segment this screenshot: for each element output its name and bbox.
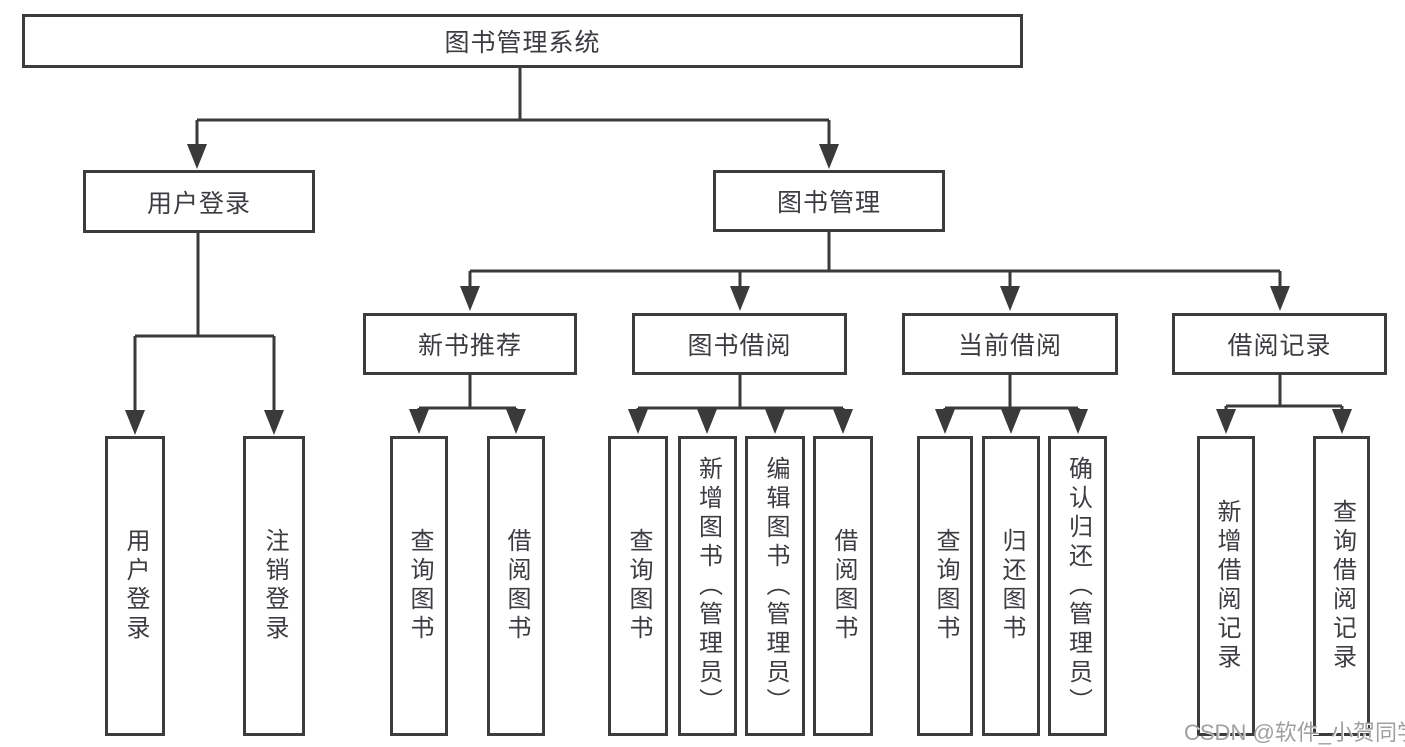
node-label: 用户登录: [146, 189, 251, 218]
arrowhead-new-book: [460, 286, 480, 311]
arrowhead-leaf-queryrec13: [1332, 409, 1352, 434]
node-book-borrow: 图书借阅: [632, 313, 847, 375]
arrowhead-book-mgmt: [819, 144, 839, 169]
leaf-label: 借阅图书: [830, 528, 857, 644]
leaf-label: 注销登录: [261, 528, 288, 644]
leaf-return-books: 归还图书: [982, 436, 1040, 736]
leaf-label: 查询借阅记录: [1328, 499, 1356, 673]
arrowhead-current-borrow: [1000, 286, 1020, 311]
arrowhead-book-borrow: [730, 286, 750, 311]
node-borrow-records: 借阅记录: [1172, 313, 1387, 375]
node-current-borrow: 当前借阅: [902, 313, 1118, 375]
leaf-logout: 注销登录: [243, 436, 305, 736]
leaf-label: 查询图书: [932, 528, 959, 644]
arrowhead-user-login: [187, 144, 207, 169]
arrowhead-leaf-borrow8: [833, 409, 853, 434]
arrowhead-leaf-edit7: [765, 409, 785, 434]
leaf-query-books-borrow: 查询图书: [608, 436, 668, 736]
leaf-label: 查询图书: [406, 528, 433, 644]
arrowhead-leaf-logout: [264, 410, 284, 435]
node-label: 新书推荐: [417, 332, 522, 360]
leaf-label: 查询图书: [625, 528, 652, 644]
leaf-label: 编辑图书（管理员）: [762, 455, 789, 717]
leaf-borrow-books-recommend: 借阅图书: [487, 436, 545, 736]
node-label: 图书借阅: [687, 332, 792, 360]
arrowhead-leaf-borrow4: [506, 409, 526, 434]
arrowhead-leaf-add6: [697, 409, 717, 434]
leaf-add-books-admin: 新增图书（管理员）: [678, 436, 737, 736]
node-root-library-system: 图书管理系统: [22, 14, 1023, 68]
leaf-add-borrow-record: 新增借阅记录: [1197, 436, 1255, 736]
node-label: 图书管理系统: [444, 29, 601, 57]
node-user-login: 用户登录: [83, 170, 315, 233]
arrowhead-leaf-confirm11: [1068, 409, 1088, 434]
arrowhead-leaf-query5: [628, 409, 648, 434]
leaf-label: 借阅图书: [503, 528, 530, 644]
leaf-query-books-recommend: 查询图书: [390, 436, 448, 736]
leaf-confirm-return-admin: 确认归还（管理员）: [1048, 436, 1107, 736]
arrowhead-leaf-query9: [935, 409, 955, 434]
leaf-label: 确认归还（管理员）: [1064, 455, 1092, 717]
leaf-query-borrow-record: 查询借阅记录: [1313, 436, 1370, 736]
leaf-label: 归还图书: [998, 528, 1025, 644]
node-book-management: 图书管理: [713, 170, 945, 232]
arrowhead-leaf-addrec12: [1216, 409, 1236, 434]
arrowhead-leaf-query3: [409, 409, 429, 434]
arrowhead-borrow-records: [1270, 286, 1290, 311]
csdn-watermark: CSDN @软件_小贺同学: [1184, 720, 1405, 745]
node-new-book-recommend: 新书推荐: [363, 313, 577, 375]
leaf-user-login: 用户登录: [105, 436, 165, 736]
leaf-borrow-books: 借阅图书: [813, 436, 873, 736]
node-label: 图书管理: [776, 189, 881, 217]
leaf-label: 新增借阅记录: [1213, 499, 1240, 673]
leaf-label: 用户登录: [122, 528, 149, 644]
leaf-label: 新增图书（管理员）: [694, 455, 722, 717]
node-label: 借阅记录: [1227, 332, 1332, 360]
leaf-edit-books-admin: 编辑图书（管理员）: [745, 436, 805, 736]
node-label: 当前借阅: [957, 332, 1062, 360]
arrowhead-leaf-return10: [1001, 409, 1021, 434]
leaf-query-books-current: 查询图书: [917, 436, 973, 736]
arrowhead-leaf-login: [125, 410, 145, 435]
